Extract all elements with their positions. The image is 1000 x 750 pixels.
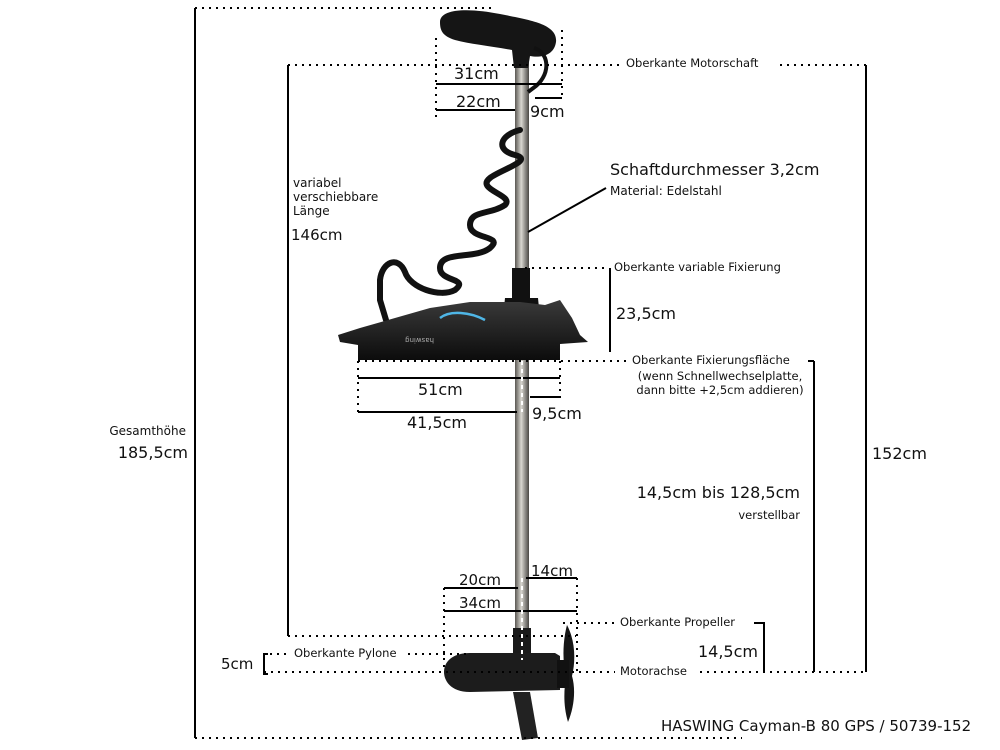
label-oberkante-propeller: Oberkante Propeller	[618, 615, 737, 629]
label-gesamthoehe-value: 185,5cm	[117, 443, 188, 462]
label-oberkante-pylone: Oberkante Pylone	[292, 646, 399, 660]
label-oberkante-variable-fixierung: Oberkante variable Fixierung	[614, 260, 781, 274]
label-schnellwechsel-note-1: (wenn Schnellwechselplatte,	[637, 369, 803, 383]
dimension-lines	[194, 7, 867, 739]
label-variabel-2: verschiebbare	[293, 190, 379, 204]
label-handle-width: 31cm	[454, 64, 499, 83]
skeg	[513, 692, 538, 740]
label-handle-to-shaft: 22cm	[456, 92, 501, 111]
mount-bracket	[338, 300, 588, 360]
label-mount-width: 51cm	[418, 380, 463, 399]
label-fixierung-height: 23,5cm	[616, 304, 677, 323]
label-pylone-height: 5cm	[221, 655, 254, 673]
label-mount-rear: 41,5cm	[407, 413, 468, 432]
label-motorachse: Motorachse	[618, 664, 689, 678]
label-gesamthoehe: Gesamthöhe	[109, 424, 186, 438]
label-material: Material: Edelstahl	[610, 184, 722, 198]
label-motor-front: 14cm	[531, 562, 573, 580]
product-title: HASWING Cayman-B 80 GPS / 50739-152	[661, 717, 972, 735]
label-verstellbar: verstellbar	[738, 508, 800, 522]
label-oberkante-motorschaft: Oberkante Motorschaft	[624, 56, 761, 70]
coiled-cable	[377, 127, 525, 323]
svg-text:haswing: haswing	[405, 336, 434, 344]
label-motor-rear: 20cm	[459, 571, 501, 589]
label-handle-front: 9cm	[530, 102, 565, 121]
tiller-handle	[440, 10, 557, 68]
label-schaftdurchmesser: Schaftdurchmesser 3,2cm	[610, 160, 820, 179]
label-propeller-height: 14,5cm	[697, 642, 758, 661]
label-variabel-1: variabel	[293, 176, 342, 190]
label-oberkante-fixierungsflaeche: Oberkante Fixierungsfläche	[630, 353, 792, 367]
label-total-152: 152cm	[872, 444, 927, 463]
label-schnellwechsel-note-2: dann bitte +2,5cm addieren)	[636, 383, 804, 397]
label-variabel-3: Länge	[293, 204, 330, 218]
label-motor-length: 34cm	[459, 594, 501, 612]
label-adjust-range: 14,5cm bis 128,5cm	[636, 483, 800, 502]
label-mount-front: 9,5cm	[532, 404, 582, 423]
label-shaft-length: 146cm	[291, 226, 343, 244]
